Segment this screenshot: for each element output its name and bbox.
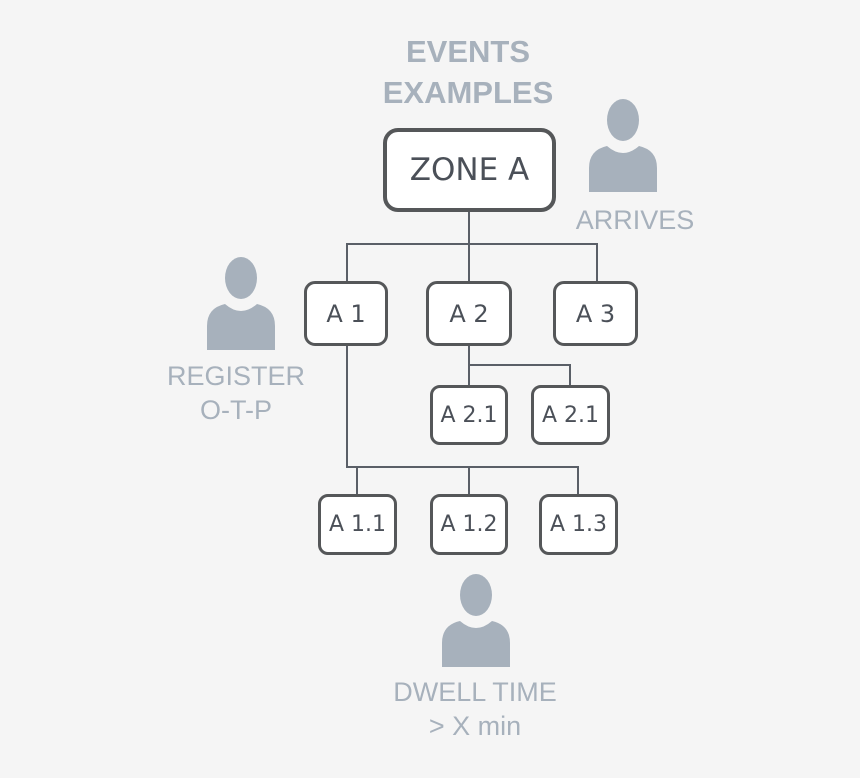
node-a3: A 3 — [553, 281, 638, 346]
connector-zone-to-level1 — [468, 210, 470, 282]
person-icon — [442, 574, 510, 667]
node-a2-label: A 2 — [449, 299, 489, 328]
node-a1-3-label: A 1.3 — [549, 512, 608, 537]
node-a2: A 2 — [426, 281, 512, 346]
node-a2-1-first-label: A 2.1 — [440, 402, 498, 428]
event-register-label-line-1: REGISTER — [166, 361, 306, 391]
event-dwell-label-line-2: > X min — [428, 711, 522, 741]
node-a3-label: A 3 — [575, 299, 616, 328]
node-a2-1-first: A 2.1 — [430, 385, 508, 445]
connector-to-a3 — [596, 243, 598, 282]
node-a1-3: A 1.3 — [539, 494, 618, 555]
connector-to-a1-3 — [577, 466, 579, 495]
node-zone-a: ZONE A — [383, 128, 556, 212]
person-icon — [207, 257, 275, 350]
connector-to-a1 — [346, 243, 348, 282]
connector-to-a2-1-second — [569, 364, 571, 386]
node-a2-1-second-label: A 2.1 — [541, 402, 600, 428]
connector-a1-children-bar — [346, 466, 579, 468]
event-dwell-label-line-1: DWELL TIME — [393, 677, 557, 707]
event-arrives-label: ARRIVES — [575, 205, 695, 235]
connector-a1-down — [346, 344, 348, 468]
node-zone-a-label: ZONE A — [409, 152, 530, 188]
event-register-label-line-2: O-T-P — [200, 395, 272, 425]
node-a1-2: A 1.2 — [430, 494, 508, 555]
node-a2-1-second: A 2.1 — [531, 385, 610, 445]
node-a1-label: A 1 — [326, 299, 366, 328]
connector-a2-children-bar — [468, 364, 571, 366]
diagram-title-line-2: EXAMPLES — [382, 75, 554, 110]
node-a1: A 1 — [304, 281, 388, 346]
connector-to-a1-2 — [468, 466, 470, 495]
connector-to-a1-1 — [356, 466, 358, 495]
diagram-title-line-1: EVENTS — [405, 34, 531, 69]
node-a1-1-label: A 1.1 — [328, 512, 387, 537]
node-a1-1: A 1.1 — [318, 494, 397, 555]
node-a1-2-label: A 1.2 — [440, 512, 498, 537]
connector-level1-bar — [346, 243, 598, 245]
person-icon — [589, 99, 657, 192]
